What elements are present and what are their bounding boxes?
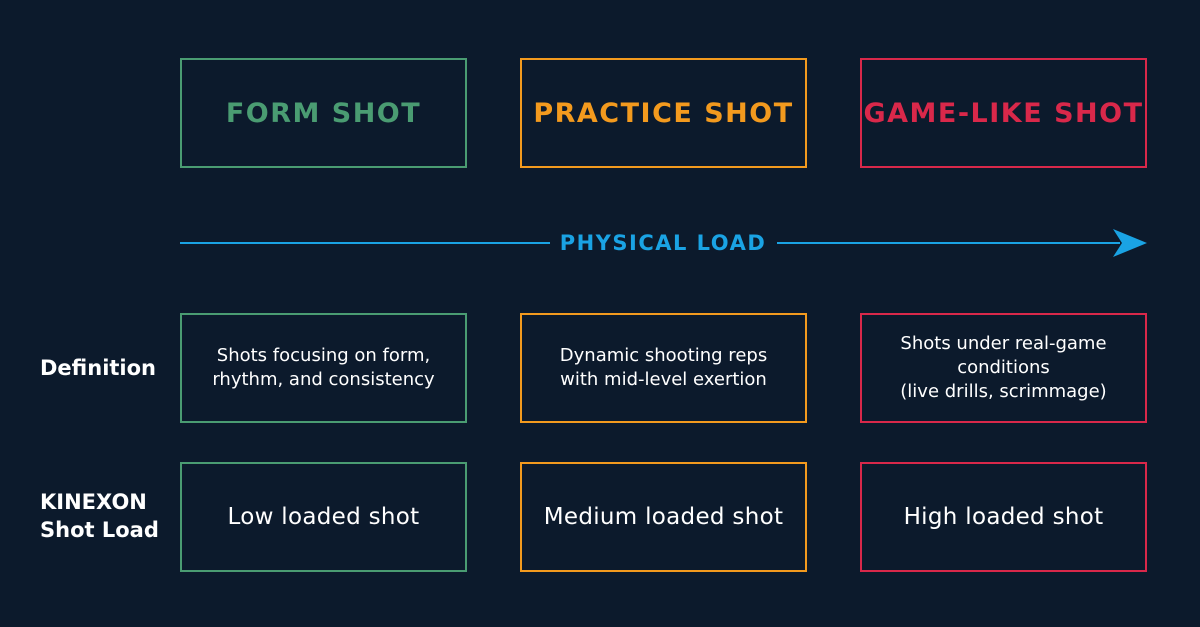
practice-shot-heading: PRACTICE SHOT xyxy=(533,97,794,129)
shot-load-label-line2: Shot Load xyxy=(40,518,159,542)
practice-shot-load-box: Medium loaded shot xyxy=(520,462,807,572)
game-like-shot-heading: GAME-LIKE SHOT xyxy=(863,97,1144,129)
form-shot-load: Low loaded shot xyxy=(227,504,420,530)
shot-load-label-line1: KINEXON xyxy=(40,490,147,514)
game-like-shot-heading-box: GAME-LIKE SHOT xyxy=(860,58,1147,168)
game-like-shot-definition-box: Shots under real-game conditions (live d… xyxy=(860,313,1147,423)
practice-shot-load: Medium loaded shot xyxy=(543,504,784,530)
practice-shot-heading-box: PRACTICE SHOT xyxy=(520,58,807,168)
form-shot-heading: FORM SHOT xyxy=(225,97,422,129)
form-shot-definition: Shots focusing on form, rhythm, and cons… xyxy=(212,345,435,390)
practice-shot-definition-box: Dynamic shooting reps with mid-level exe… xyxy=(520,313,807,423)
physical-load-arrow xyxy=(180,229,1147,257)
game-like-shot-load-box: High loaded shot xyxy=(860,462,1147,572)
definition-row-label: Definition xyxy=(40,356,157,380)
form-shot-definition-box: Shots focusing on form, rhythm, and cons… xyxy=(180,313,467,423)
arrow-head xyxy=(1113,229,1147,257)
physical-load-label: PHYSICAL LOAD xyxy=(559,231,767,255)
game-like-shot-load: High loaded shot xyxy=(903,504,1104,530)
shot-load-row-label: KINEXON Shot Load xyxy=(40,488,159,544)
form-shot-load-box: Low loaded shot xyxy=(180,462,467,572)
practice-shot-definition: Dynamic shooting reps with mid-level exe… xyxy=(559,345,768,390)
game-like-shot-definition: Shots under real-game conditions (live d… xyxy=(900,333,1107,402)
form-shot-heading-box: FORM SHOT xyxy=(180,58,467,168)
